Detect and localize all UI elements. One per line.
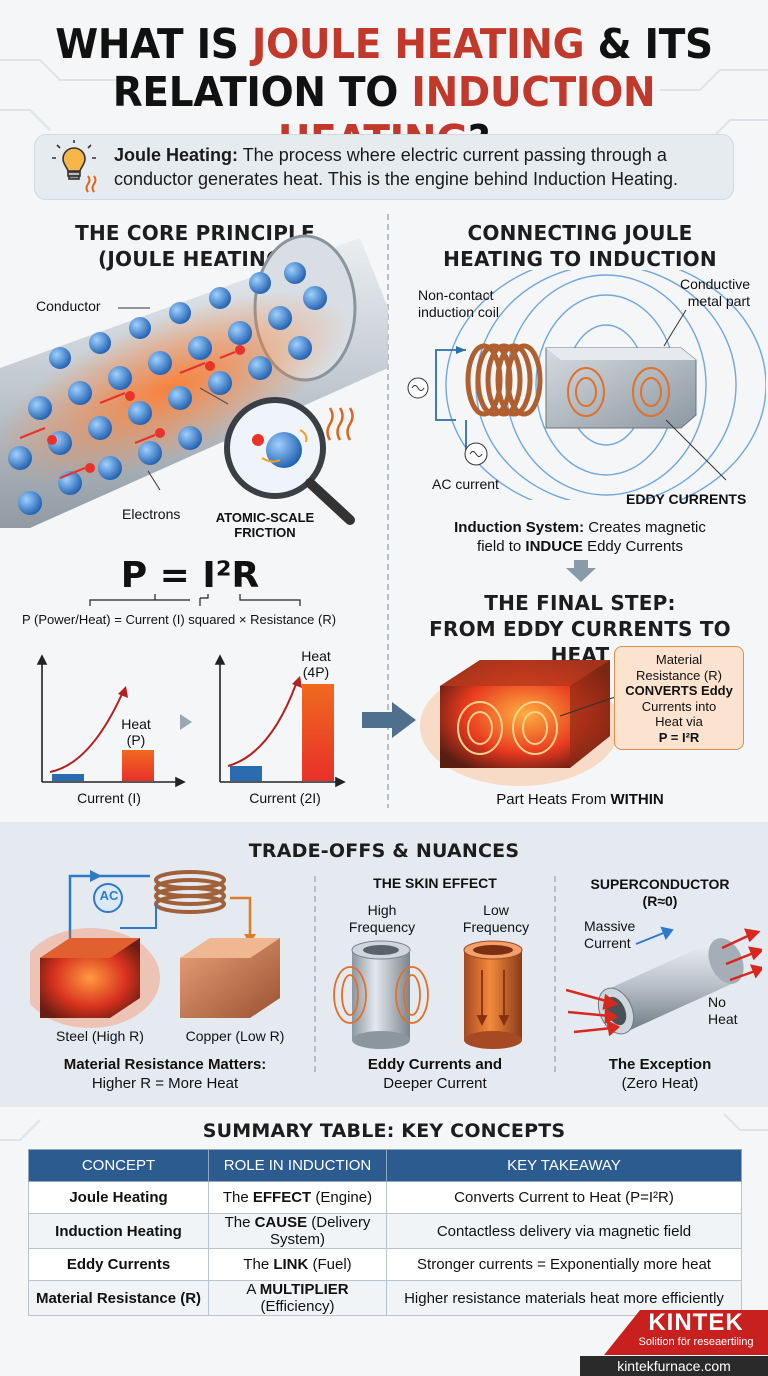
superconductor-illustration (566, 926, 762, 1037)
takeaway-cell: Higher resistance materials heat more ef… (386, 1280, 742, 1316)
ac-badge: AC (99, 888, 119, 903)
role-cell: The EFFECT (Engine) (208, 1181, 387, 1214)
heated-part-illustration (420, 660, 620, 786)
chart2-current-bar (230, 766, 262, 781)
heat-comparison-charts (36, 654, 346, 788)
brand-url[interactable]: kintekfurnace.com (617, 1358, 731, 1374)
chart2-heat-label: Heat(4P) (301, 648, 331, 680)
formula-caption: P (Power/Heat) = Current (I) squared × R… (22, 612, 337, 627)
tradeoffs-divider-1 (314, 876, 316, 1076)
skin-effect-illustration (333, 940, 523, 1049)
takeaway-cell: Contactless delivery via magnetic field (386, 1213, 742, 1249)
part-heats-caption: Part Heats From WITHIN (496, 791, 664, 808)
takeaway-cell: Converts Current to Heat (P=I²R) (386, 1181, 742, 1214)
formula-bracket (89, 594, 301, 606)
chart1-heat-label: Heat(P) (121, 716, 151, 748)
flow-arrow-icon (362, 702, 416, 738)
lightbulb-icon (52, 140, 97, 193)
material-comparison-illustration (30, 870, 280, 1028)
tradeoffs-heading: TRADE-OFFS & NUANCES (248, 840, 520, 862)
definition-text: Joule Heating: The process where electri… (114, 145, 679, 189)
brand-tagline: Solition för reseaertiling (638, 1336, 754, 1348)
concept-cell: Material Resistance (R) (28, 1280, 209, 1316)
summary-table: CONCEPT ROLE IN INDUCTION KEY TAKEAWAY J… (28, 1149, 742, 1316)
table-row: Joule Heating The EFFECT (Engine) Conver… (28, 1181, 742, 1214)
resistance-caption: Material Resistance Matters:Higher R = M… (63, 1056, 267, 1092)
skin-effect-heading: THE SKIN EFFECT (373, 875, 497, 891)
copper-label: Copper (Low R) (185, 1028, 285, 1044)
tradeoffs-divider-2 (554, 876, 556, 1076)
brand-logo: KINTEK (648, 1309, 744, 1336)
chart1-current-bar (52, 774, 84, 781)
chart2-xlabel: Current (2I) (249, 790, 321, 806)
url-bar (580, 1356, 768, 1376)
core-heading: THE CORE PRINCIPLE(JOULE HEATING) (75, 221, 315, 271)
table-row: Eddy Currents The LINK (Fuel) Stronger c… (28, 1248, 742, 1281)
induction-coil-illustration (407, 270, 766, 500)
takeaway-cell: Stronger currents = Exponentially more h… (386, 1248, 742, 1281)
column-header-takeaway: KEY TAKEAWAY (386, 1149, 742, 1182)
steel-label: Steel (High R) (56, 1028, 144, 1044)
ac-current-label: AC current (432, 476, 499, 492)
column-header-concept: CONCEPT (28, 1149, 209, 1182)
role-cell: The LINK (Fuel) (208, 1248, 387, 1281)
table-row: Induction Heating The CAUSE (Delivery Sy… (28, 1213, 742, 1249)
concept-cell: Joule Heating (28, 1181, 209, 1214)
material-resistance-box (614, 646, 744, 750)
electrons-label: Electrons (122, 506, 181, 522)
conductor-illustration (0, 234, 388, 528)
summary-heading: SUMMARY TABLE: KEY CONCEPTS (202, 1120, 566, 1142)
chart2-heat-bar (302, 684, 334, 781)
role-cell: The CAUSE (Delivery System) (208, 1213, 387, 1249)
concept-cell: Induction Heating (28, 1213, 209, 1249)
joule-formula: P = I²R (120, 555, 260, 596)
chart1-heat-bar (122, 750, 154, 781)
definition-box (34, 134, 734, 200)
chart1-xlabel: Current (I) (77, 790, 141, 806)
table-header-row: CONCEPT ROLE IN INDUCTION KEY TAKEAWAY (28, 1149, 742, 1182)
induction-system-caption: Induction System: Creates magnetic field… (454, 519, 706, 555)
superconductor-caption: The Exception(Zero Heat) (608, 1056, 712, 1092)
table-row: Material Resistance (R) A MULTIPLIER (Ef… (28, 1280, 742, 1316)
eddy-currents-label: EDDY CURRENTS (626, 491, 747, 507)
down-arrow-icon (566, 560, 596, 582)
role-cell: A MULTIPLIER (Efficiency) (208, 1280, 387, 1316)
concept-cell: Eddy Currents (28, 1248, 209, 1281)
section-divider (387, 214, 389, 808)
conductor-label: Conductor (36, 298, 101, 314)
superconductor-heading: SUPERCONDUCTOR(R≈0) (590, 876, 730, 909)
column-header-role: ROLE IN INDUCTION (208, 1149, 387, 1182)
